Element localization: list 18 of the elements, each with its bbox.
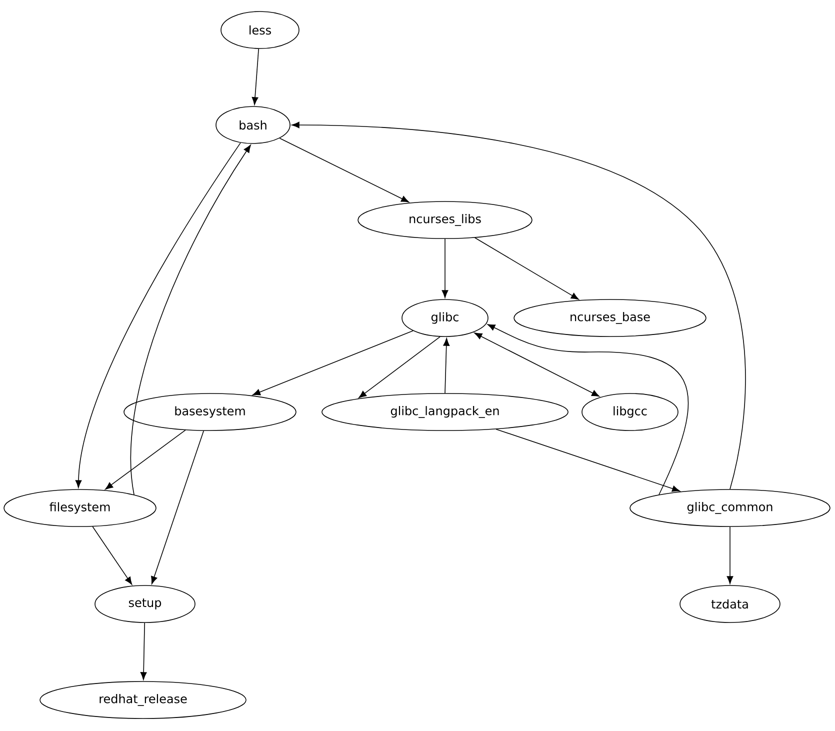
arrow bbox=[92, 526, 132, 585]
arrow bbox=[252, 330, 414, 396]
arrow bbox=[442, 238, 448, 298]
arrow bbox=[474, 332, 600, 397]
arrow bbox=[487, 324, 689, 496]
arrow bbox=[358, 336, 440, 398]
arrow bbox=[279, 138, 409, 202]
arrow bbox=[151, 430, 204, 584]
arrow bbox=[292, 122, 746, 490]
arrow bbox=[252, 48, 260, 105]
arrow bbox=[474, 237, 579, 300]
arrow bbox=[130, 144, 251, 496]
arrow bbox=[726, 526, 734, 584]
arrow bbox=[105, 430, 186, 490]
arrow bbox=[140, 622, 147, 680]
arrow bbox=[443, 338, 450, 394]
arrow bbox=[75, 142, 241, 488]
arrow bbox=[496, 428, 680, 492]
